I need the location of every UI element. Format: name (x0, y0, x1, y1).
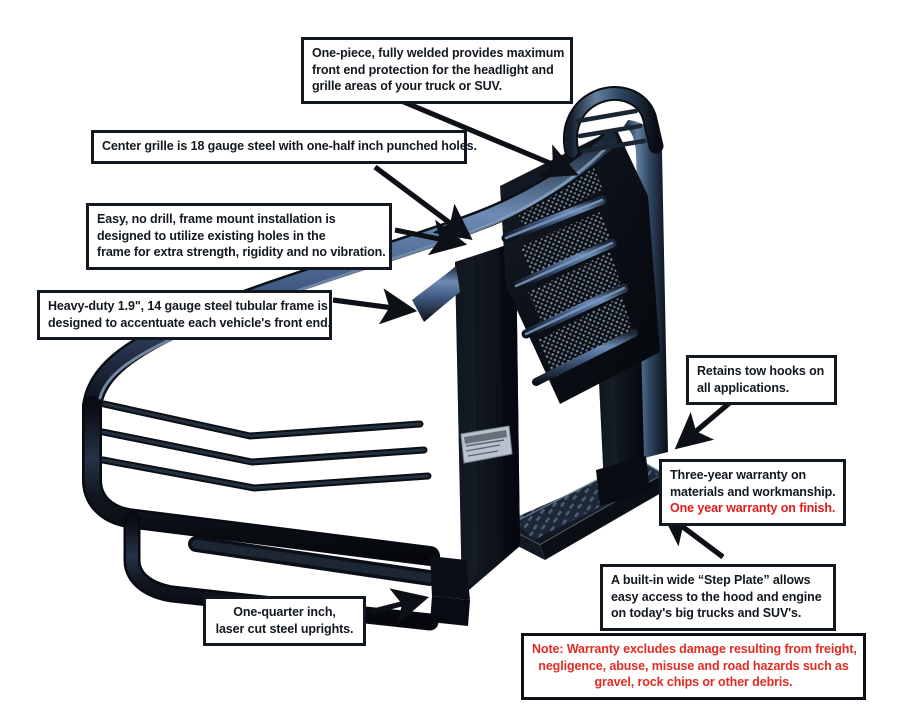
callout-line: front end protection for the headlight a… (312, 62, 554, 77)
product-spec-sticker (460, 425, 513, 464)
callout-warranty-exclusion-note: Note: Warranty excludes damage resulting… (521, 633, 866, 700)
callout-line: Easy, no drill, frame mount installation… (97, 212, 336, 226)
arrow-to-tow-hook (674, 398, 735, 450)
callout-line: all applications. (697, 380, 790, 395)
callout-line: Retains tow hooks on (697, 364, 825, 378)
callout-line: grille areas of your truck or SUV. (312, 79, 502, 94)
callout-warranty-terms: Three-year warranty on materials and wor… (659, 459, 846, 526)
callout-one-piece-welded: One-piece, fully welded provides maximum… (301, 37, 573, 104)
arrow-to-tubular-frame (332, 288, 418, 325)
callout-line: Center grille is 18 gauge steel with one… (102, 139, 477, 153)
callout-line: Three-year warranty on (670, 468, 807, 482)
callout-line: materials and workmanship. (670, 484, 836, 499)
callout-line: Heavy-duty 1.9", 14 gauge steel tubular … (48, 299, 328, 313)
callout-retains-tow-hooks: Retains tow hooks on all applications. (686, 355, 837, 406)
callout-line: frame for extra strength, rigidity and n… (97, 245, 386, 260)
callout-line-finish-warranty: One year warranty on finish. (670, 501, 836, 516)
callout-center-grille: Center grille is 18 gauge steel with one… (91, 130, 477, 164)
callout-built-in-step-plate: A built-in wide “Step Plate” allows easy… (600, 564, 836, 631)
callout-line: One-quarter inch, (233, 605, 336, 619)
callout-heavy-duty-frame: Heavy-duty 1.9", 14 gauge steel tubular … (37, 290, 332, 341)
arrow-to-frame-mount (394, 219, 468, 256)
callout-line: on today's big trucks and SUV's. (611, 606, 802, 621)
callout-laser-cut-uprights: One-quarter inch, laser cut steel uprigh… (203, 596, 366, 647)
callout-line: One-piece, fully welded provides maximum (312, 46, 565, 60)
arrow-to-upper-frame (390, 94, 579, 178)
callout-line: laser cut steel uprights. (215, 621, 354, 636)
arrow-to-uprights (369, 588, 430, 624)
callout-line: designed to utilize existing holes in th… (97, 228, 326, 243)
callout-line: gravel, rock chips or other debris. (594, 675, 793, 690)
callout-line: negligence, abuse, misuse and road hazar… (538, 658, 849, 673)
callout-line: Note: Warranty excludes damage resulting… (532, 642, 857, 656)
callout-line: designed to accentuate each vehicle's fr… (48, 315, 331, 330)
callout-no-drill-frame-mount: Easy, no drill, frame mount installation… (86, 203, 392, 270)
callout-line: A built-in wide “Step Plate” allows (611, 573, 811, 587)
callout-line: easy access to the hood and engine (611, 589, 822, 604)
